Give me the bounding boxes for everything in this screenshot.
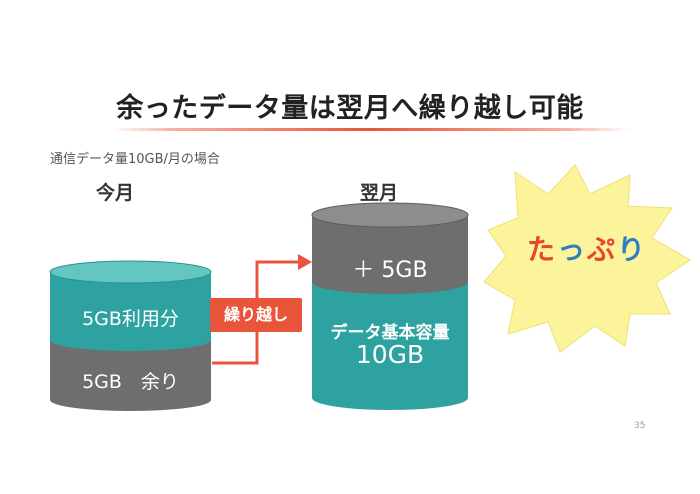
carry-over-arrowhead	[298, 254, 312, 270]
added-amount-label: ＋ 5GB	[352, 258, 428, 283]
title-underline	[110, 128, 630, 131]
carry-over-label: 繰り越し	[223, 305, 288, 324]
callout-char: り	[617, 233, 648, 266]
remaining-amount-label: 5GB 余り	[82, 371, 179, 393]
used-amount-label: 5GB利用分	[82, 308, 179, 330]
callout-char: っ	[556, 233, 587, 266]
callout-char: た	[526, 233, 557, 266]
carry-over-badge	[210, 298, 302, 332]
slide-subtitle: 通信データ量10GB/月の場合	[50, 152, 220, 167]
page-number: 35	[634, 421, 646, 431]
next-month-cylinder	[311, 202, 469, 410]
this-month-cylinder	[49, 260, 212, 411]
callout-char: ぷ	[587, 233, 618, 266]
callout-text: たっぷり	[507, 228, 667, 268]
base-capacity-value: 10GB	[355, 340, 425, 369]
next-month-label: 翌月	[360, 182, 399, 204]
this-month-label: 今月	[96, 182, 135, 204]
slide-title: 余ったデータ量は翌月へ繰り越し可能	[116, 93, 584, 124]
burst-shape	[483, 164, 691, 353]
base-capacity-label: データ基本容量	[330, 323, 450, 343]
